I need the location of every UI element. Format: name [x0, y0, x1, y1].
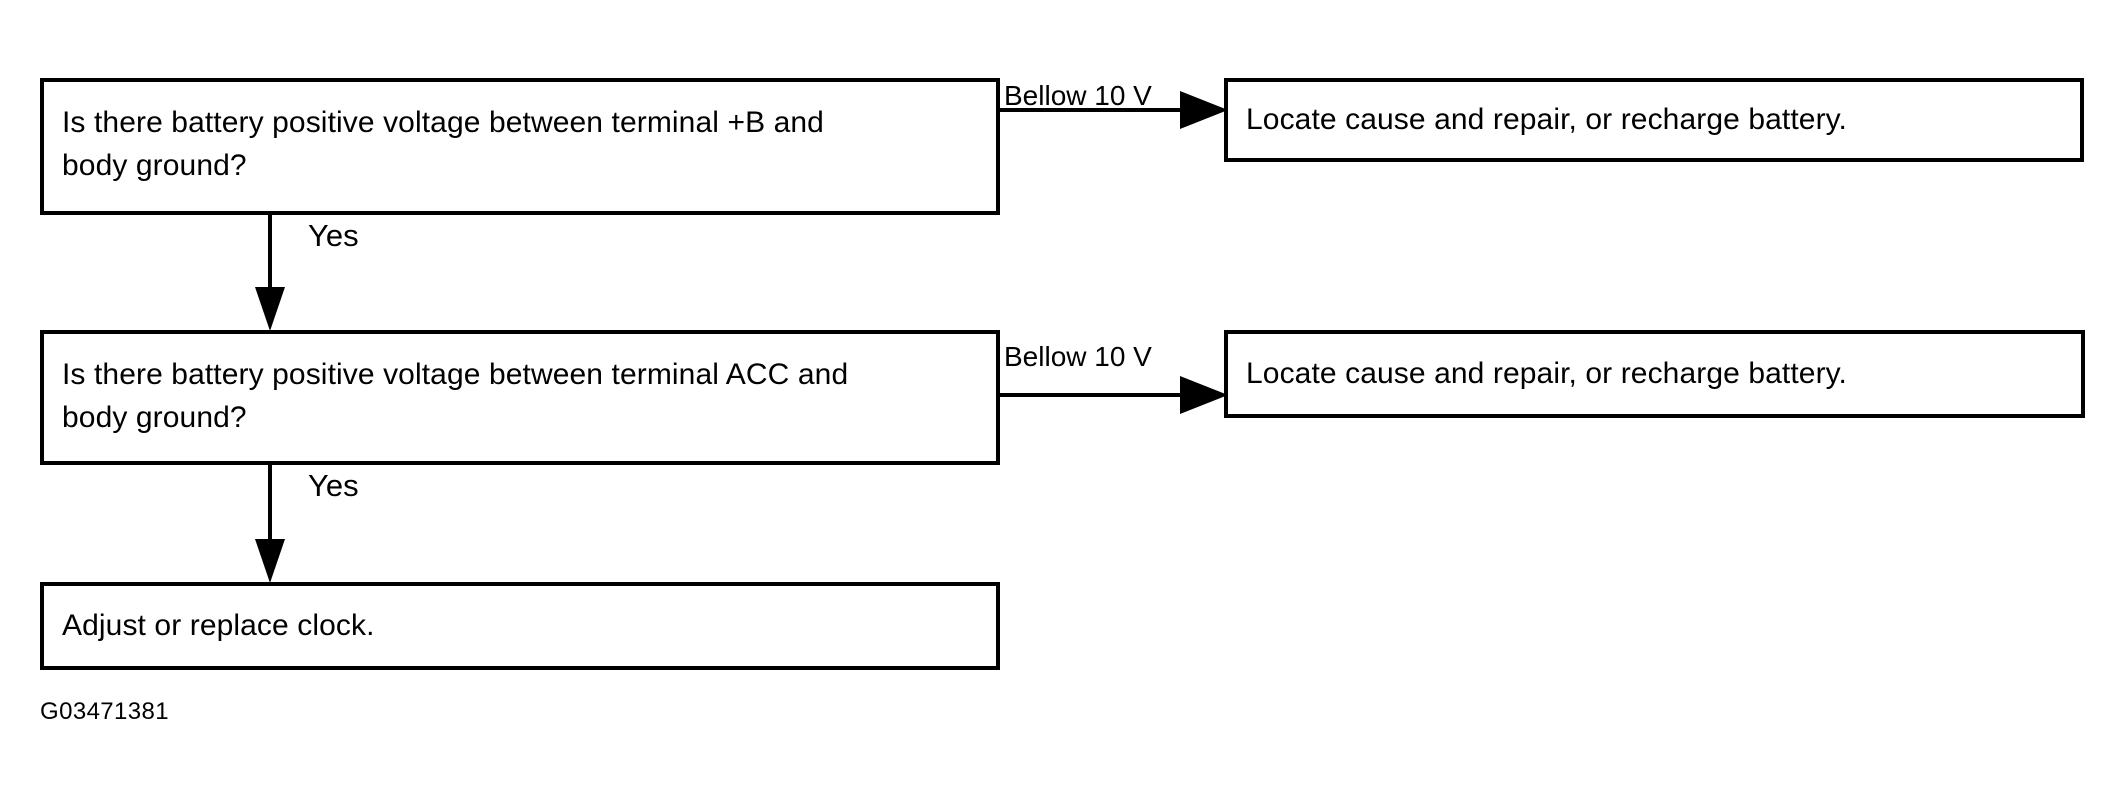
node-question-battery-acc-text: Is there battery positive voltage betwee… — [62, 358, 849, 434]
node-adjust-or-replace-clock-text: Adjust or replace clock. — [62, 608, 375, 642]
node-adjust-or-replace-clock: Adjust or replace clock. — [40, 582, 1000, 670]
arrow-down-icon-q2-to-terminal — [255, 539, 285, 583]
arrow-right-icon-q1-to-answer1 — [1180, 91, 1228, 129]
edge-label-bellow-10v-2: Bellow 10 V — [1004, 341, 1152, 372]
node-locate-cause-repair-1-text: Locate cause and repair, or recharge bat… — [1246, 102, 1847, 136]
edge-label-yes-1: Yes — [308, 218, 359, 253]
connector-line-q2-to-terminal — [268, 465, 272, 541]
node-question-battery-plus-b: Is there battery positive voltage betwee… — [40, 78, 1000, 215]
arrow-down-icon-q1-to-q2 — [255, 287, 285, 331]
edge-label-yes-2: Yes — [308, 468, 359, 503]
node-locate-cause-repair-2-text: Locate cause and repair, or recharge bat… — [1246, 356, 1847, 390]
edge-label-bellow-10v-1: Bellow 10 V — [1004, 80, 1152, 111]
node-question-battery-acc: Is there battery positive voltage betwee… — [40, 330, 1000, 465]
node-locate-cause-repair-1: Locate cause and repair, or recharge bat… — [1224, 78, 2084, 162]
connector-line-q1-to-answer1 — [1000, 108, 1186, 112]
arrow-right-icon-q2-to-answer2 — [1180, 376, 1228, 414]
figure-caption: G03471381 — [40, 698, 170, 725]
connector-line-q2-to-answer2 — [1000, 393, 1186, 397]
node-locate-cause-repair-2: Locate cause and repair, or recharge bat… — [1224, 330, 2085, 418]
connector-line-q1-to-q2 — [268, 215, 272, 289]
node-question-battery-plus-b-text: Is there battery positive voltage betwee… — [62, 106, 824, 182]
